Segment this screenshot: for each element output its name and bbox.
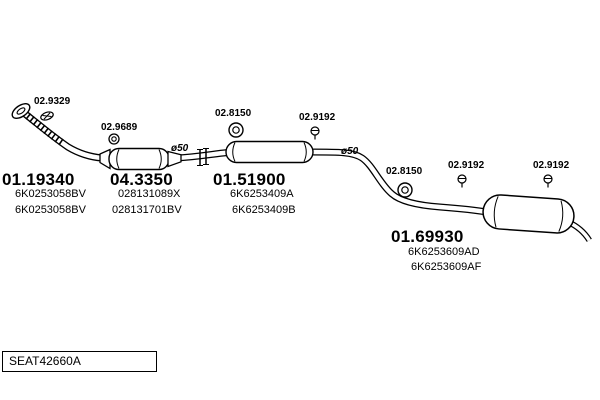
catalytic-converter <box>99 147 182 171</box>
part-number: 01.51900 <box>213 170 286 189</box>
clamp-icon <box>457 174 467 188</box>
diameter-label: ø50 <box>171 143 189 154</box>
hanger-ring-icon <box>397 182 413 198</box>
fitting-label: 02.9192 <box>533 160 570 171</box>
front-flex-pipe <box>21 110 103 162</box>
fitting-label: 02.9192 <box>299 112 336 123</box>
diameter-label: ø50 <box>341 146 359 157</box>
part-ref: 6K6253409A <box>230 188 294 200</box>
drawing-code: SEAT42660A <box>9 354 81 368</box>
ring-icon <box>108 133 120 145</box>
clamp-icon <box>310 126 320 140</box>
part-ref: 6K6253609AD <box>408 246 480 258</box>
fitting-label: 02.9689 <box>101 122 138 133</box>
part-ref: 028131089X <box>118 188 181 200</box>
part-ref: 6K0253058BV <box>15 188 86 200</box>
front-flange <box>11 103 31 119</box>
mid-muffler <box>225 140 314 164</box>
fitting-label: 02.8150 <box>215 108 252 119</box>
part-ref: 6K0253058BV <box>15 204 86 216</box>
fitting-label: 02.9329 <box>34 96 71 107</box>
part-ref: 6K6253409B <box>232 204 296 216</box>
rear-muffler <box>482 194 592 242</box>
gasket-icon <box>40 111 54 121</box>
part-ref: 6K6253609AF <box>411 261 482 273</box>
clamp-icon <box>543 174 553 188</box>
fitting-label: 02.8150 <box>386 166 423 177</box>
part-ref: 028131701BV <box>112 204 182 216</box>
rear-pipe <box>309 148 491 216</box>
fitting-label: 02.9192 <box>448 160 485 171</box>
pipe-joint-brackets <box>197 147 209 167</box>
part-number: 01.69930 <box>391 227 464 246</box>
part-number: 01.19340 <box>2 170 75 189</box>
drawing-code-box: SEAT42660A <box>2 351 157 372</box>
part-number: 04.3350 <box>110 170 173 189</box>
hanger-ring-icon <box>228 122 244 138</box>
